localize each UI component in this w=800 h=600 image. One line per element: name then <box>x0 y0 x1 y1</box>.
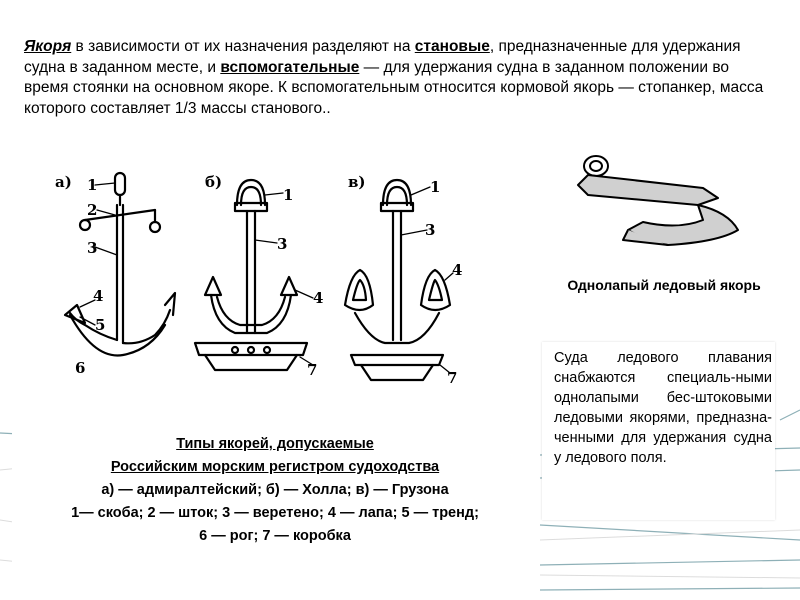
callout-b-4: 4 <box>313 289 323 307</box>
intro-paragraph: Якоря в зависимости от их назначения раз… <box>24 37 764 119</box>
term-auxiliary-anchor: вспомогательные <box>220 58 360 76</box>
legend-line-1: Типы якорей, допускаемые <box>176 436 374 452</box>
ice-anchor-title: Однолапый ледовый якорь <box>567 277 761 293</box>
callout-b-3: 3 <box>277 235 287 253</box>
callout-a-6: 6 <box>75 359 85 377</box>
callout-c-4: 4 <box>452 261 462 279</box>
term-anchor: Якоря <box>24 38 72 55</box>
callout-b-1: 1 <box>283 186 293 204</box>
gruson-anchor-drawing <box>343 178 452 382</box>
legend-line-5: 6 — рог; 7 — коробка <box>199 528 351 544</box>
intro-part-3: — для удержания судна в заданном положен… <box>24 58 764 117</box>
anchor-types-figure: а) б) в) 1 2 3 4 5 6 1 3 4 7 1 3 4 7 <box>55 171 462 387</box>
ice-anchor-description: Суда ледового плавания снабжаются специа… <box>554 350 772 466</box>
anchor-types-legend-box: Типы якорей, допускаемые Российским морс… <box>12 425 538 600</box>
callout-c-1: 1 <box>430 178 440 196</box>
callout-a-3: 3 <box>87 239 97 257</box>
admiralty-anchor-drawing <box>63 171 177 357</box>
term-main-anchor: становые <box>414 38 490 55</box>
legend-line-2: Российским морским регистром судоходства <box>110 459 440 475</box>
legend-line-3: а) — адмиралтейский; б) — Холла; в) — Гр… <box>101 482 449 498</box>
callout-a-1: 1 <box>87 176 97 194</box>
callout-c-3: 3 <box>425 221 435 239</box>
label-type-c: в) <box>348 173 366 191</box>
callout-b-7: 7 <box>307 361 317 379</box>
callout-a-5: 5 <box>95 316 105 334</box>
callout-c-7: 7 <box>447 369 457 387</box>
ice-anchor-figure <box>577 155 739 246</box>
callout-a-2: 2 <box>87 201 97 219</box>
ice-anchor-description-box: Суда ледового плавания снабжаются специа… <box>542 342 775 520</box>
label-type-b: б) <box>205 173 222 191</box>
intro-part-1: в зависимости от их назначения разделяют… <box>71 38 415 55</box>
legend-line-4: 1— скоба; 2 — шток; 3 — веретено; 4 — ла… <box>71 505 479 521</box>
callout-a-4: 4 <box>93 287 103 305</box>
hall-anchor-drawing <box>193 178 309 372</box>
anchor-types-legend: Типы якорей, допускаемые Российским морс… <box>12 433 538 548</box>
label-type-a: а) <box>55 173 72 191</box>
intro-part-2: , предназначенные для удержания судна в … <box>24 38 741 76</box>
